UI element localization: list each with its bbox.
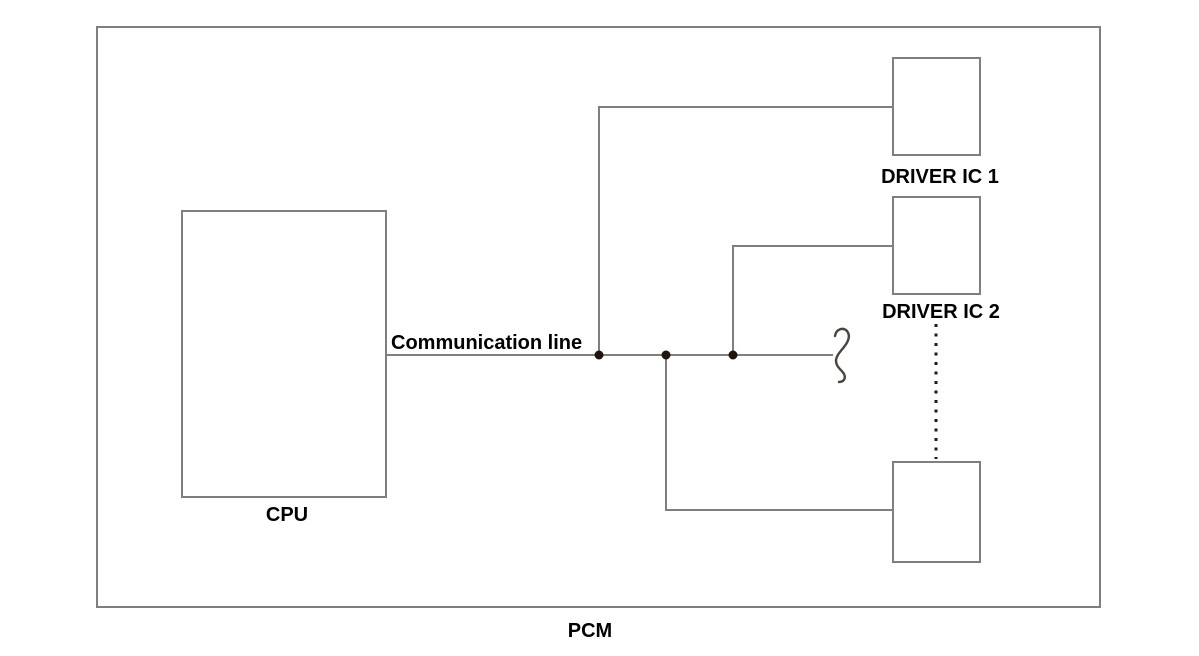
- branch-wire-driver-ic-1: [598, 106, 893, 355]
- pcm-label: PCM: [568, 620, 612, 642]
- driver-ic-2-label: DRIVER IC 2: [882, 301, 1000, 323]
- line-break-symbol: [833, 327, 851, 384]
- driver-ic-n-box: [892, 461, 981, 563]
- communication-line-label: Communication line: [391, 332, 582, 354]
- branch-wire-driver-ic-2: [732, 245, 893, 355]
- driver-ic-2-box: [892, 196, 981, 295]
- driver-ic-1-label: DRIVER IC 1: [881, 166, 999, 188]
- junction-dot-2: [661, 350, 671, 360]
- branch-wire-driver-ic-n: [665, 355, 893, 511]
- driver-ic-1-box: [892, 57, 981, 156]
- cpu-label: CPU: [266, 504, 308, 526]
- junction-dot-3: [728, 350, 738, 360]
- cpu-box: [181, 210, 387, 498]
- junction-dot-1: [594, 350, 604, 360]
